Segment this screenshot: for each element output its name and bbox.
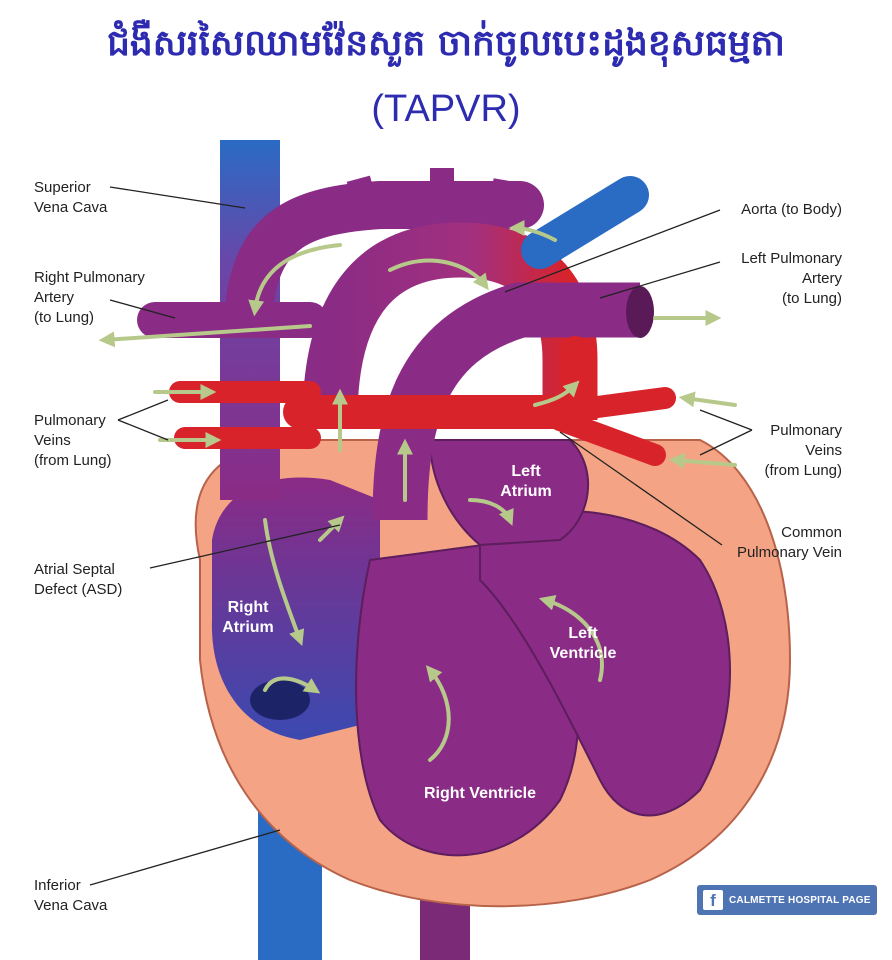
right-pulmonary-vein-lower: [549, 409, 666, 466]
pulmonary-trunk: [372, 282, 640, 521]
head-vessel-3: [486, 178, 518, 222]
head-vessel-1: [346, 175, 382, 225]
left-ventricle-chamber: [479, 509, 731, 817]
hospital-page-badge[interactable]: f CALMETTE HOSPITAL PAGE: [697, 885, 877, 915]
label-aorta: Aorta (to Body): [741, 201, 842, 218]
coronary-sinus: [250, 680, 310, 720]
head-vessel-2: [430, 168, 454, 212]
left-pulmonary-artery-opening: [626, 286, 654, 338]
aorta-to-body-vessel: [521, 176, 649, 269]
facebook-icon: f: [703, 890, 723, 910]
label-right-ventricle: Right Ventricle: [423, 785, 537, 802]
page-title: ជំងឺសរសៃឈាមវ៉ែនសួត ចាក់ចូលបេះដូងខុសធម្មត…: [107, 23, 785, 64]
right-atrium-chamber: [211, 477, 380, 740]
left-atrium-chamber: [428, 439, 590, 547]
badge-label: CALMETTE HOSPITAL PAGE: [729, 894, 871, 906]
page-subtitle: (TAPVR): [371, 88, 521, 130]
leader-lines: [89, 186, 753, 886]
flow-arrows: [98, 220, 737, 762]
